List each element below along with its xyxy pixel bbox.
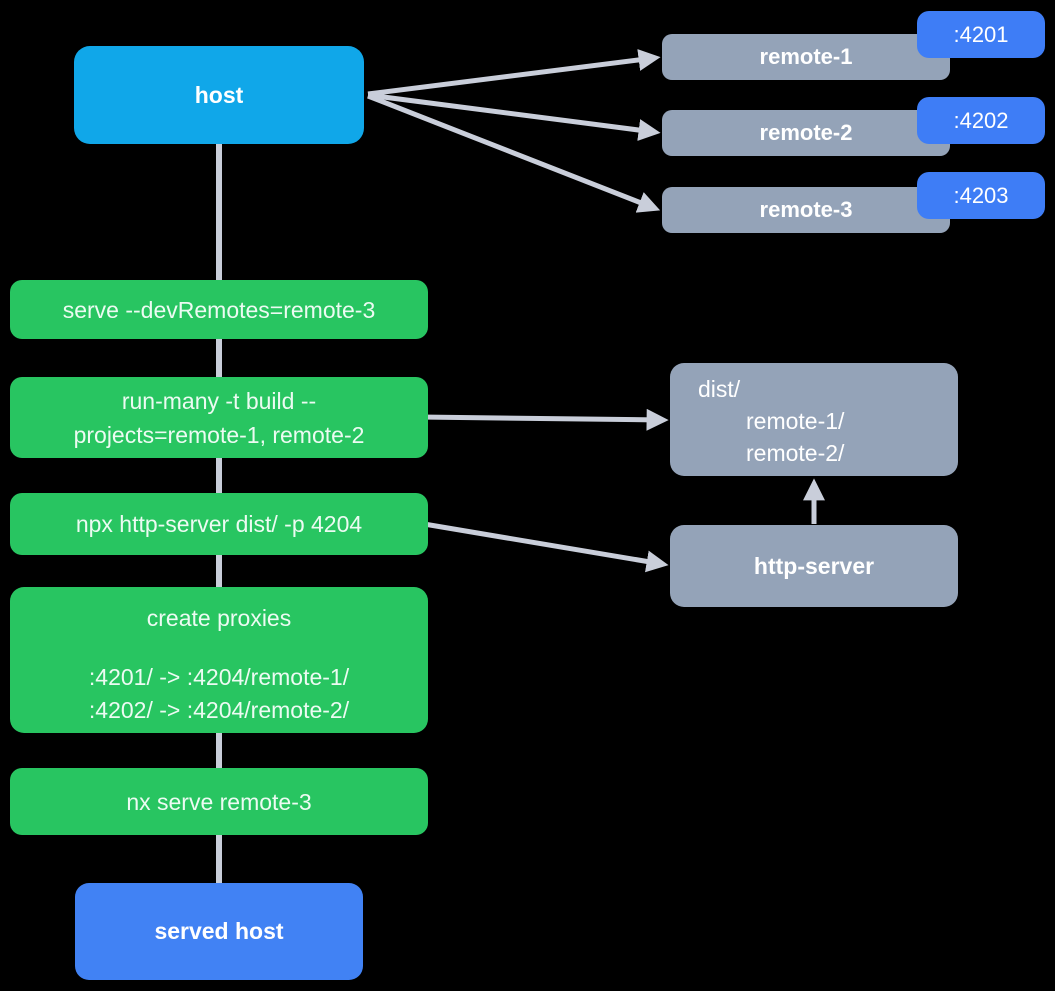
command-run-many-line-2: projects=remote-1, remote-2 — [73, 421, 365, 448]
dist-folder-node: dist/ remote-1/ remote-2/ — [670, 363, 958, 476]
remote-2-label: remote-2 — [759, 120, 853, 145]
command-serve-text: serve --devRemotes=remote-3 — [62, 296, 376, 323]
remote-1-node: remote-1 — [662, 34, 950, 80]
port-4203-label: :4203 — [953, 182, 1009, 208]
remote-3-node: remote-3 — [662, 187, 950, 233]
remote-1-label: remote-1 — [759, 44, 853, 69]
command-run-many-build: run-many -t build -- projects=remote-1, … — [10, 377, 428, 458]
dist-remote-1-label: remote-1/ — [746, 408, 845, 434]
arrow-host-to-remote-2 — [367, 92, 661, 141]
command-create-proxies: create proxies :4201/ -> :4204/remote-1/… — [10, 587, 428, 733]
command-npx-text: npx http-server dist/ -p 4204 — [75, 511, 363, 537]
proxy-rule-4202: :4202/ -> :4204/remote-2/ — [88, 697, 350, 723]
command-run-many-line-1: run-many -t build -- — [121, 387, 317, 414]
host-node: host — [74, 46, 364, 144]
port-badge-4203: :4203 — [917, 172, 1045, 219]
served-host-label: served host — [154, 918, 284, 944]
proxy-rule-4201: :4201/ -> :4204/remote-1/ — [88, 664, 350, 690]
proxy-rules: :4201/ -> :4204/remote-1/ :4202/ -> :420… — [89, 661, 349, 727]
http-server-node: http-server — [670, 525, 958, 607]
served-host-node: served host — [75, 883, 363, 980]
arrow-host-to-remote-3 — [367, 93, 661, 213]
port-badge-4201: :4201 — [917, 11, 1045, 58]
arrow-run-many-to-dist — [419, 408, 669, 431]
arrow-npx-to-http-server — [423, 521, 669, 573]
command-serve-dev-remotes: serve --devRemotes=remote-3 — [10, 280, 428, 339]
remote-2-node: remote-2 — [662, 110, 950, 156]
arrow-host-to-remote-1 — [367, 49, 661, 97]
create-proxies-title: create proxies — [146, 605, 292, 631]
port-4201-label: :4201 — [953, 21, 1009, 47]
remote-3-label: remote-3 — [759, 197, 853, 222]
dist-remote-2-label: remote-2/ — [746, 440, 845, 466]
port-4202-label: :4202 — [953, 107, 1009, 133]
command-nx-serve-text: nx serve remote-3 — [126, 788, 312, 815]
command-nx-serve-remote-3: nx serve remote-3 — [10, 768, 428, 835]
http-server-label: http-server — [753, 552, 875, 579]
port-badge-4202: :4202 — [917, 97, 1045, 144]
host-label: host — [194, 81, 244, 108]
dist-root-label: dist/ — [698, 376, 741, 402]
command-npx-http-server: npx http-server dist/ -p 4204 — [10, 493, 428, 555]
